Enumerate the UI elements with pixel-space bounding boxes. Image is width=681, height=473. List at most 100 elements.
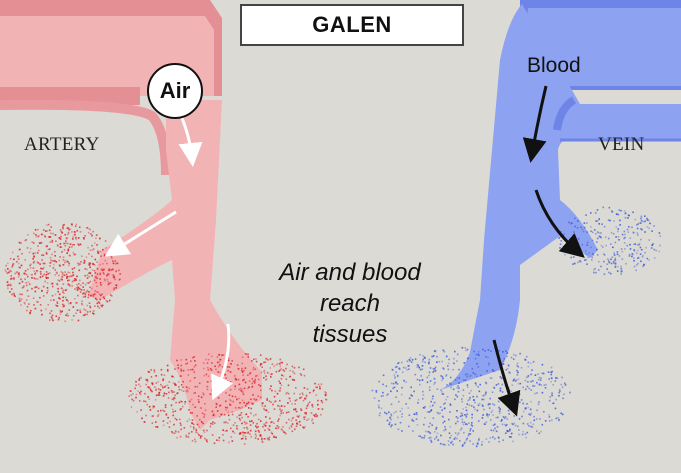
tissue-particle bbox=[298, 414, 301, 417]
tissue-particle bbox=[281, 361, 283, 364]
tissue-particle bbox=[513, 422, 516, 425]
tissue-particle bbox=[37, 249, 40, 252]
tissue-particle bbox=[242, 379, 244, 382]
tissue-particle bbox=[618, 239, 620, 241]
tissue-particle bbox=[231, 440, 234, 442]
tissue-particle bbox=[162, 378, 165, 380]
tissue-particle bbox=[175, 384, 177, 386]
tissue-particle bbox=[214, 376, 217, 378]
tissue-particle bbox=[64, 233, 66, 236]
tissue-particle bbox=[646, 217, 648, 220]
tissue-particle bbox=[34, 273, 36, 275]
tissue-particle bbox=[493, 387, 496, 389]
tissue-particle bbox=[513, 378, 516, 380]
tissue-particle bbox=[102, 296, 105, 299]
tissue-particle bbox=[179, 422, 182, 425]
tissue-particle bbox=[386, 419, 389, 422]
tissue-particle bbox=[441, 375, 444, 378]
tissue-particle bbox=[517, 378, 520, 380]
tissue-particle bbox=[189, 425, 192, 428]
tissue-particle bbox=[14, 272, 16, 275]
tissue-particle bbox=[67, 314, 69, 317]
tissue-particle bbox=[151, 382, 153, 384]
tissue-particle bbox=[30, 273, 33, 276]
tissue-particle bbox=[244, 404, 247, 407]
tissue-particle bbox=[244, 353, 247, 355]
tissue-particle bbox=[485, 356, 487, 358]
tissue-particle bbox=[469, 374, 472, 377]
tissue-particle bbox=[324, 391, 326, 393]
tissue-particle bbox=[507, 430, 509, 432]
tissue-particle bbox=[58, 264, 61, 266]
tissue-particle bbox=[57, 318, 60, 321]
tissue-particle bbox=[401, 386, 403, 389]
tissue-particle bbox=[107, 283, 109, 286]
tissue-particle bbox=[57, 244, 59, 247]
tissue-particle bbox=[46, 245, 48, 247]
tissue-particle bbox=[86, 313, 88, 316]
tissue-particle bbox=[432, 404, 434, 407]
tissue-particle bbox=[280, 428, 283, 431]
tissue-particle bbox=[193, 392, 195, 394]
tissue-particle bbox=[277, 427, 279, 430]
tissue-particle bbox=[375, 391, 378, 394]
tissue-particle bbox=[470, 389, 472, 392]
tissue-particle bbox=[178, 401, 181, 404]
tissue-particle bbox=[101, 268, 103, 270]
tissue-particle bbox=[510, 390, 512, 393]
tissue-particle bbox=[620, 267, 623, 270]
tissue-particle bbox=[378, 400, 380, 402]
tissue-particle bbox=[385, 385, 388, 387]
tissue-particle bbox=[646, 226, 649, 228]
vein-tissue-particles-bottom bbox=[371, 346, 571, 448]
tissue-particle bbox=[465, 349, 467, 352]
tissue-particle bbox=[34, 290, 37, 293]
tissue-particle bbox=[419, 368, 422, 371]
tissue-particle bbox=[7, 262, 9, 265]
tissue-particle bbox=[303, 374, 306, 377]
tissue-particle bbox=[86, 304, 88, 307]
tissue-particle bbox=[221, 390, 223, 393]
tissue-particle bbox=[281, 374, 283, 376]
tissue-particle bbox=[419, 353, 421, 356]
tissue-particle bbox=[305, 407, 308, 410]
tissue-particle bbox=[311, 418, 314, 421]
tissue-particle bbox=[461, 412, 464, 415]
tissue-particle bbox=[185, 390, 188, 393]
tissue-particle bbox=[434, 350, 437, 352]
tissue-particle bbox=[185, 436, 188, 438]
tissue-particle bbox=[47, 277, 49, 279]
tissue-particle bbox=[517, 371, 519, 374]
tissue-particle bbox=[241, 391, 244, 393]
tissue-particle bbox=[59, 265, 61, 267]
tissue-particle bbox=[598, 260, 600, 263]
tissue-particle bbox=[246, 426, 248, 429]
tissue-particle bbox=[216, 403, 218, 406]
tissue-particle bbox=[315, 386, 317, 388]
tissue-particle bbox=[629, 243, 631, 246]
tissue-particle bbox=[453, 438, 456, 440]
tissue-particle bbox=[253, 381, 256, 384]
tissue-particle bbox=[526, 403, 528, 405]
tissue-particle bbox=[232, 400, 235, 403]
tissue-particle bbox=[65, 273, 68, 276]
tissue-particle bbox=[188, 432, 190, 435]
tissue-particle bbox=[653, 257, 656, 259]
tissue-particle bbox=[205, 439, 208, 441]
tissue-particle bbox=[456, 434, 459, 436]
tissue-particle bbox=[534, 374, 537, 376]
tissue-particle bbox=[470, 424, 473, 426]
tissue-particle bbox=[20, 304, 22, 306]
tissue-particle bbox=[505, 432, 507, 434]
tissue-particle bbox=[109, 247, 112, 249]
tissue-particle bbox=[42, 254, 45, 256]
tissue-particle bbox=[198, 434, 201, 436]
tissue-particle bbox=[316, 414, 319, 417]
tissue-particle bbox=[162, 386, 164, 389]
tissue-particle bbox=[155, 388, 158, 391]
tissue-particle bbox=[53, 260, 55, 262]
tissue-particle bbox=[180, 364, 183, 367]
tissue-particle bbox=[100, 284, 102, 286]
tissue-particle bbox=[234, 422, 236, 424]
tissue-particle bbox=[91, 269, 94, 271]
